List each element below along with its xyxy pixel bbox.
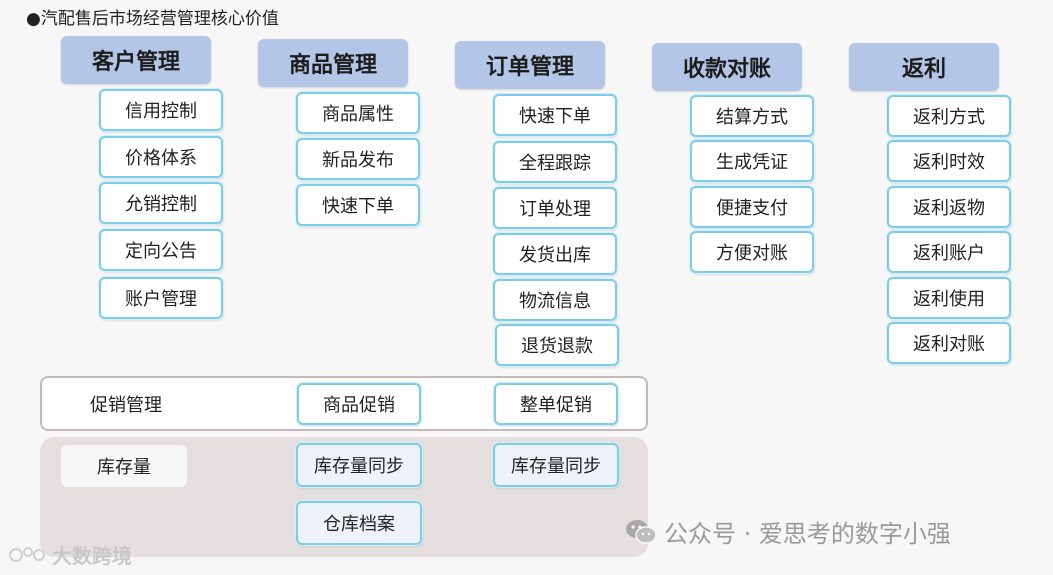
- box-order-item: 物流信息: [493, 279, 617, 321]
- box-customer-item: 定向公告: [99, 229, 223, 271]
- header-payment-reconciliation: 收款对账: [652, 43, 802, 91]
- header-product-management: 商品管理: [258, 39, 408, 87]
- corner-mark-text: 大数跨境: [52, 544, 132, 568]
- box-rebate-item: 返利使用: [887, 277, 1011, 319]
- box-product-item: 新品发布: [296, 138, 420, 180]
- box-order-item: 发货出库: [493, 233, 617, 275]
- box-rebate-item: 返利时效: [887, 140, 1011, 182]
- box-inventory-item: 库存量同步: [296, 443, 422, 487]
- header-customer-management: 客户管理: [61, 36, 211, 84]
- box-order-item: 全程跟踪: [493, 141, 617, 183]
- box-payment-item: 生成凭证: [690, 140, 814, 182]
- box-rebate-item: 返利账户: [887, 231, 1011, 273]
- inventory-label: 库存量: [61, 445, 187, 487]
- box-customer-item: 账户管理: [99, 277, 223, 319]
- box-rebate-item: 返利返物: [887, 186, 1011, 228]
- watermark-text: 公众号 · 爱思考的数字小强: [664, 520, 951, 548]
- header-rebate: 返利: [849, 43, 999, 91]
- box-rebate-item: 返利方式: [887, 95, 1011, 137]
- box-customer-item: 信用控制: [99, 89, 223, 131]
- box-customer-item: 允销控制: [99, 182, 223, 224]
- box-inventory-item: 库存量同步: [493, 443, 619, 487]
- box-payment-item: 结算方式: [690, 95, 814, 137]
- box-order-item: 订单处理: [493, 187, 617, 229]
- box-product-item: 商品属性: [296, 92, 420, 134]
- header-order-management: 订单管理: [455, 41, 605, 89]
- box-inventory-item: 仓库档案: [296, 501, 422, 545]
- box-promotion-item: 整单促销: [494, 383, 618, 425]
- watermark: 公众号 · 爱思考的数字小强: [624, 514, 951, 549]
- box-customer-item: 价格体系: [99, 136, 223, 178]
- box-order-item: 退货退款: [495, 324, 619, 366]
- box-payment-item: 便捷支付: [690, 186, 814, 228]
- wechat-icon: [626, 519, 657, 544]
- corner-mark: 大数跨境: [8, 540, 132, 569]
- box-rebate-item: 返利对账: [887, 322, 1011, 364]
- box-order-item: 快速下单: [493, 94, 617, 136]
- logo-icon: [9, 546, 45, 562]
- box-payment-item: 方便对账: [690, 231, 814, 273]
- page-title: ●汽配售后市场经营管理核心价值: [26, 9, 279, 29]
- promotion-label: 促销管理: [90, 395, 162, 416]
- box-product-item: 快速下单: [296, 184, 420, 226]
- box-promotion-item: 商品促销: [297, 383, 421, 425]
